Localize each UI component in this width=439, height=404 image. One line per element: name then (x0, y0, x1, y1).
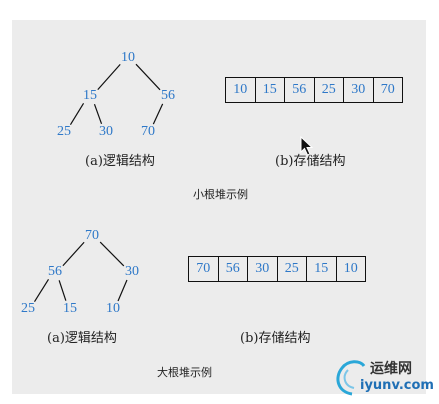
tree-edge (33, 278, 50, 303)
tree-node: 25 (57, 124, 71, 139)
array-cell: 25 (314, 77, 344, 103)
watermark-swirl-icon (336, 360, 366, 396)
max-heap-title: 大根堆示例 (157, 366, 212, 379)
tree-edge (58, 280, 67, 301)
tree-edge (97, 63, 121, 91)
tree-node: 70 (85, 228, 99, 243)
tree-edge (99, 241, 125, 267)
tree-node: 25 (21, 301, 35, 316)
max-heap-logic-caption: (a)逻辑结构 (47, 331, 117, 346)
array-cell: 56 (285, 77, 315, 103)
tree-edge (117, 279, 128, 302)
tree-edge (152, 103, 164, 125)
max-heap-storage-caption: (b)存储结构 (240, 331, 311, 346)
min-heap-storage-caption: (b)存储结构 (275, 154, 346, 169)
array-cell: 30 (344, 77, 374, 103)
watermark-logo: 运维网 iyunv.com (330, 352, 436, 400)
array-cell: 10 (226, 77, 256, 103)
figure-panel (12, 20, 426, 394)
tree-edge (93, 104, 103, 124)
array-cell: 10 (336, 256, 366, 282)
tree-edge (69, 102, 85, 126)
tree-node: 56 (161, 88, 175, 103)
array-cell: 56 (218, 256, 248, 282)
array-cell: 30 (248, 256, 278, 282)
array-cell: 70 (373, 77, 403, 103)
min-heap-title: 小根堆示例 (193, 188, 248, 201)
array-cell: 25 (277, 256, 307, 282)
tree-node: 15 (63, 301, 77, 316)
array-cell: 15 (255, 77, 285, 103)
tree-node: 30 (125, 264, 139, 279)
array-cell: 70 (189, 256, 219, 282)
tree-edge (62, 241, 85, 267)
mouse-cursor-icon (300, 136, 314, 156)
watermark-text-en: iyunv.com (360, 378, 434, 393)
watermark-text-cn: 运维网 (370, 361, 412, 377)
array-cell: 15 (307, 256, 337, 282)
tree-node: 10 (106, 301, 120, 316)
tree-node: 56 (48, 264, 62, 279)
tree-node: 70 (141, 124, 155, 139)
tree-node: 30 (99, 124, 113, 139)
tree-node: 15 (83, 88, 97, 103)
min-heap-logic-caption: (a)逻辑结构 (85, 154, 155, 169)
tree-node: 10 (121, 50, 135, 65)
tree-edge (135, 63, 161, 91)
